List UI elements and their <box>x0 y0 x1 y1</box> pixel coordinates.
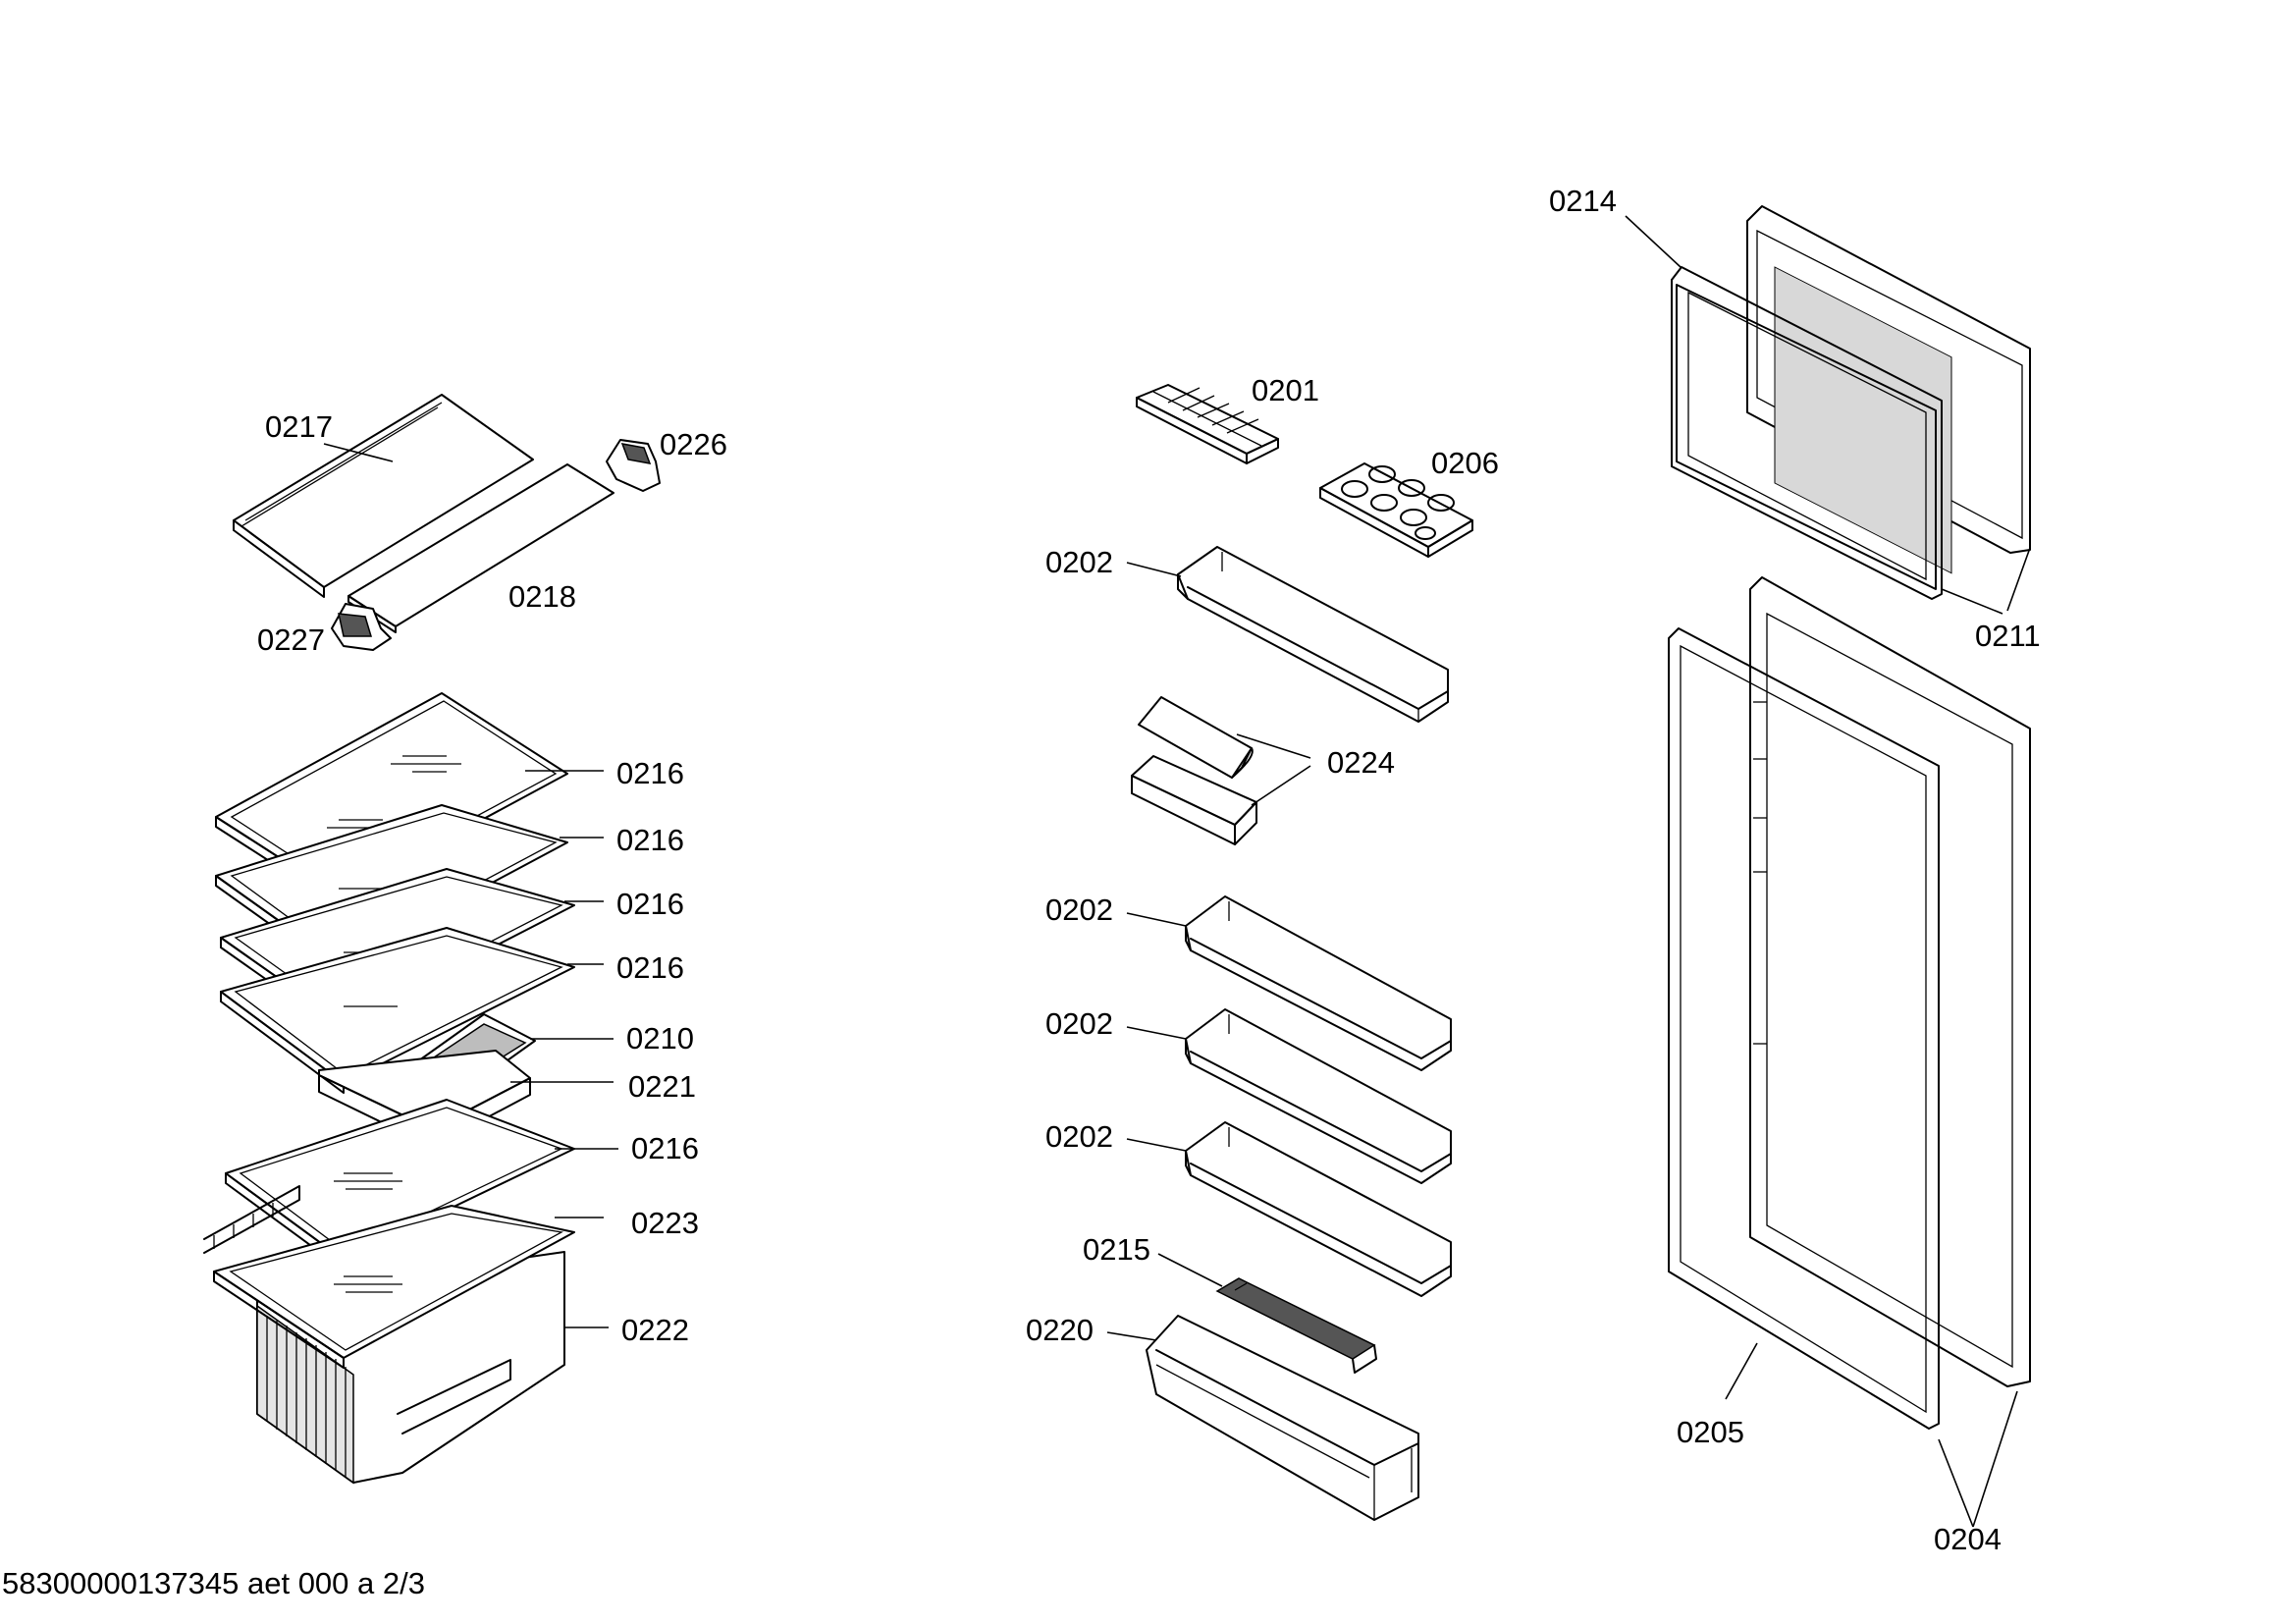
label-0223: 0223 <box>631 1206 699 1240</box>
ice-tray-cells <box>1152 387 1262 447</box>
label-0202-c: 0202 <box>1045 1006 1113 1041</box>
label-0220: 0220 <box>1026 1313 1094 1347</box>
label-0218: 0218 <box>508 579 576 614</box>
grille-part-0215 <box>1215 1277 1377 1374</box>
door-shelf-0202-a <box>1177 546 1449 723</box>
label-0202-b: 0202 <box>1045 893 1113 927</box>
freezer-door-part-0211 <box>1746 205 2031 574</box>
egg-tray-part-0206 <box>1319 462 1473 558</box>
door-shelf-0202-c <box>1185 1008 1452 1184</box>
label-0214: 0214 <box>1549 184 1617 218</box>
label-0215: 0215 <box>1083 1232 1150 1267</box>
bottle-shelf-part-0220 <box>1146 1315 1419 1521</box>
door-shelf-0202-d <box>1185 1121 1452 1297</box>
clip-part-0227 <box>331 603 392 651</box>
clip-part-0226 <box>606 439 661 492</box>
label-0217: 0217 <box>265 409 333 444</box>
label-0227: 0227 <box>257 623 325 657</box>
fridge-gasket-part-0205 <box>1668 627 1940 1430</box>
label-0216-b: 0216 <box>616 823 684 857</box>
label-0202-a: 0202 <box>1045 545 1113 579</box>
label-0224: 0224 <box>1327 745 1395 780</box>
label-0206: 0206 <box>1431 446 1499 480</box>
fridge-door-part-0204 <box>1749 576 2031 1387</box>
label-0204: 0204 <box>1934 1522 2002 1556</box>
label-0202-d: 0202 <box>1045 1119 1113 1154</box>
door-rail-marks <box>1753 701 1767 1045</box>
label-0216-c: 0216 <box>616 887 684 921</box>
leader-lines <box>323 215 2031 1528</box>
label-0216-a: 0216 <box>616 756 684 790</box>
door-shelf-0202-b <box>1185 895 1452 1071</box>
shelf-part-0223 <box>203 1185 575 1369</box>
crisper-ribs <box>266 1316 347 1478</box>
label-0205: 0205 <box>1677 1415 1744 1449</box>
butter-dish-part-0224 <box>1131 696 1257 845</box>
part-labels: 0217 0226 0218 0227 0216 0216 0216 0216 … <box>257 184 2041 1556</box>
label-0226: 0226 <box>660 427 727 461</box>
label-0210: 0210 <box>626 1021 694 1056</box>
freezer-gasket-part-0214 <box>1671 266 1943 600</box>
label-0211: 0211 <box>1975 619 2041 653</box>
shelf-part-0217 <box>233 394 534 598</box>
strip-part-0218 <box>347 463 614 633</box>
label-0216-e: 0216 <box>631 1131 699 1165</box>
glass-shelf-0216-d <box>220 927 575 1094</box>
footer-drawing-id: 58300000137345 aet 000 a 2/3 <box>2 1566 425 1600</box>
label-0222: 0222 <box>621 1313 689 1347</box>
label-0216-d: 0216 <box>616 950 684 985</box>
ice-tray-part-0201 <box>1136 384 1279 464</box>
label-0201: 0201 <box>1252 373 1319 407</box>
label-0221: 0221 <box>628 1069 696 1104</box>
